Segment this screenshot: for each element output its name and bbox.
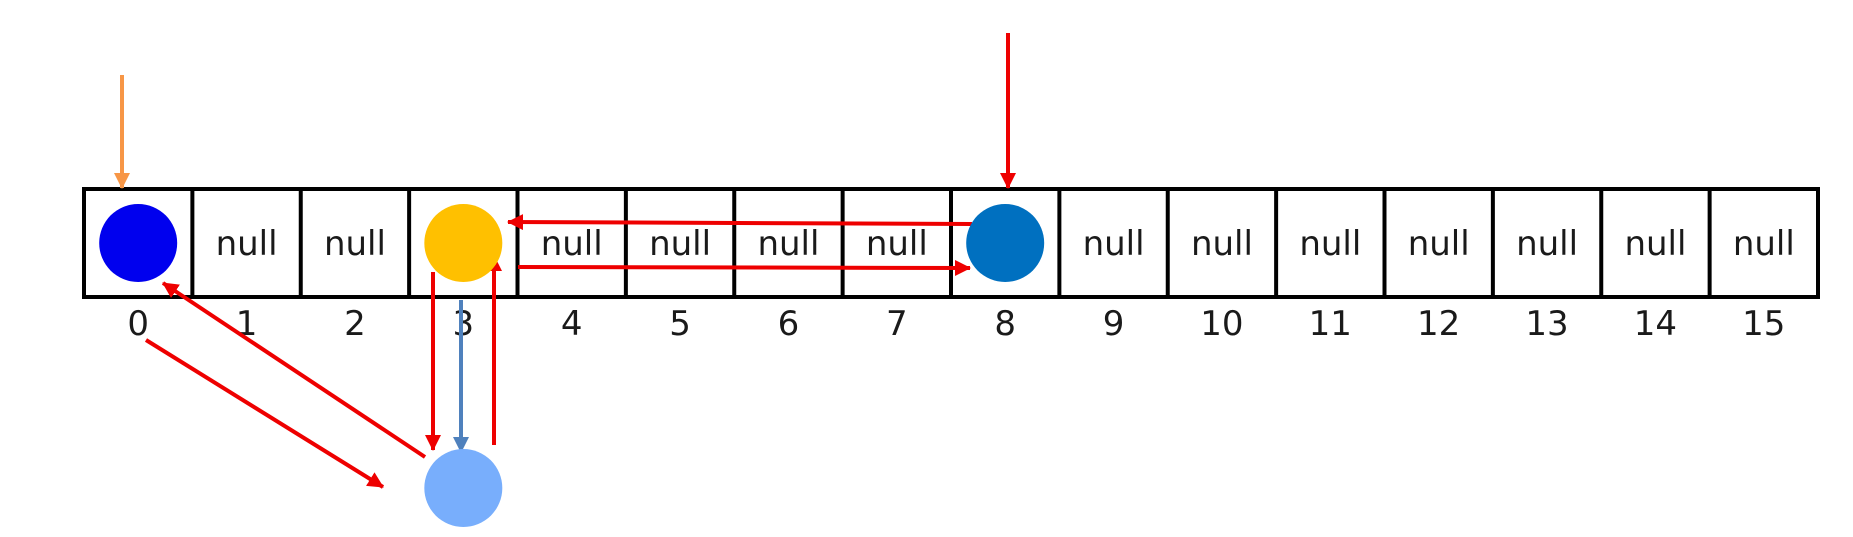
arrows: [114, 33, 1016, 489]
node-at-index-3: [424, 204, 503, 282]
cell-4-value: null: [541, 224, 603, 264]
index-label-7: 7: [886, 304, 908, 344]
arrow-index0-to-chain: [144, 338, 385, 489]
index-label-3: 3: [452, 304, 474, 344]
index-label-9: 9: [1103, 304, 1125, 344]
arrow-chain-to-node0: [161, 281, 427, 459]
index-label-14: 14: [1634, 304, 1677, 344]
cell-5-value: null: [649, 224, 711, 264]
cell-10-value: null: [1191, 224, 1253, 264]
index-label-12: 12: [1417, 304, 1460, 344]
index-label-11: 11: [1309, 304, 1352, 344]
array-grid: [82, 187, 1820, 299]
chained-node-below-index-3: [424, 449, 503, 527]
node-at-index-8: [966, 204, 1045, 282]
index-label-0: 0: [127, 304, 149, 344]
cell-2-value: null: [324, 224, 386, 264]
cell-9-value: null: [1083, 224, 1145, 264]
arrow-node3-to-node8: [517, 259, 971, 276]
cell-1-value: null: [216, 224, 278, 264]
index-label-10: 10: [1200, 304, 1243, 344]
cell-14-value: null: [1624, 224, 1686, 264]
index-label-13: 13: [1525, 304, 1568, 344]
index-label-6: 6: [778, 304, 800, 344]
index-label-8: 8: [994, 304, 1016, 344]
cell-13-value: null: [1516, 224, 1578, 264]
cell-7-value: null: [866, 224, 928, 264]
cell-12-value: null: [1408, 224, 1470, 264]
index-label-5: 5: [669, 304, 691, 344]
cell-11-value: null: [1299, 224, 1361, 264]
cell-6-value: null: [757, 224, 819, 264]
index-label-4: 4: [561, 304, 583, 344]
index-label-15: 15: [1742, 304, 1785, 344]
arrow-node8-to-node3: [507, 214, 973, 231]
array-cells: null null null null null null null null null null…: [216, 224, 1795, 264]
node-at-index-0: [99, 204, 178, 282]
index-label-2: 2: [344, 304, 366, 344]
cell-15-value: null: [1733, 224, 1795, 264]
nodes: [99, 204, 1045, 527]
